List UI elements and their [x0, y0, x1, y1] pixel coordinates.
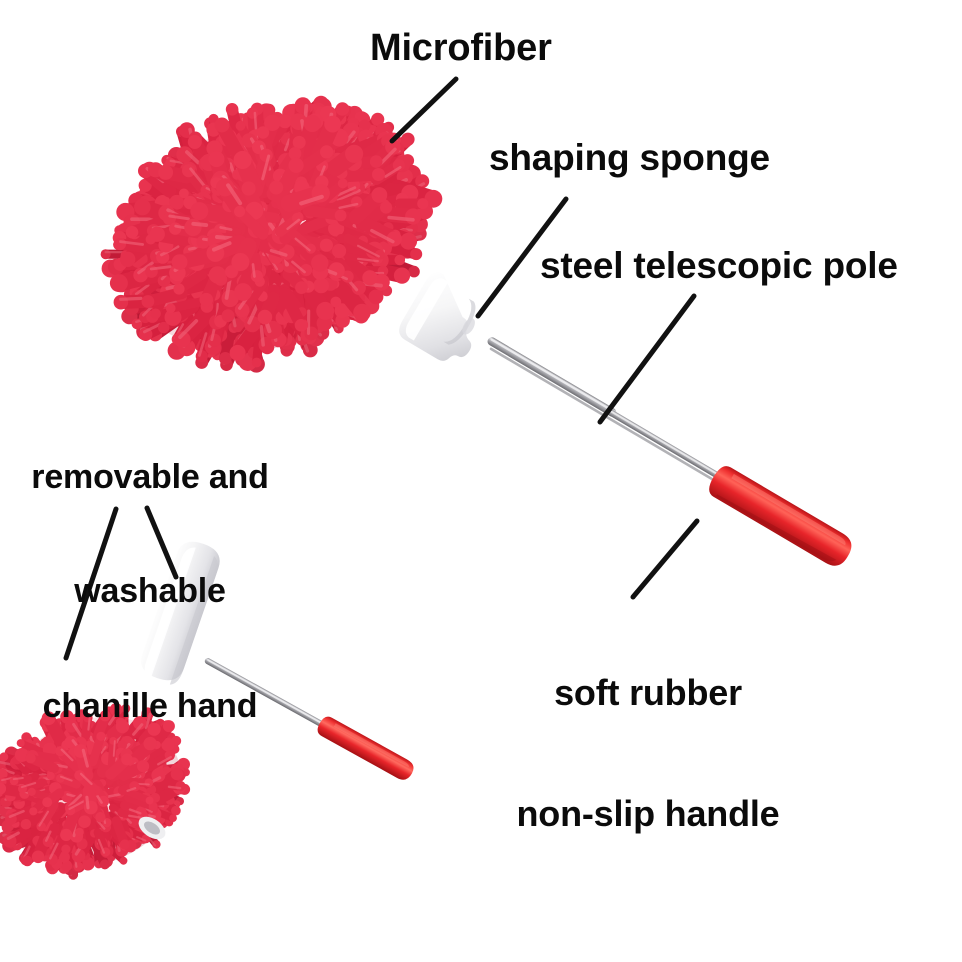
leader-steel-pole — [597, 293, 697, 425]
label-shaping-sponge: shaping sponge — [489, 137, 770, 178]
duster-head-fibers — [100, 95, 443, 373]
leader-microfiber — [389, 76, 459, 144]
red-grip-handle — [709, 466, 852, 566]
label-handle-line-1: soft rubber — [554, 671, 742, 713]
label-chenille-line-3: chanille hand — [42, 686, 258, 725]
leader-chenille-cover — [63, 506, 119, 661]
detached-chenille-cover — [0, 703, 191, 880]
label-chenille-line-1: removable and — [31, 458, 269, 497]
leader-lines — [63, 76, 700, 661]
label-removable-washable-chenille-hand: removable and washable chanille hand — [5, 382, 295, 801]
leader-shaping-sponge — [475, 196, 569, 319]
label-steel-telescopic-pole: steel telescopic pole — [540, 245, 898, 286]
bare-sponge-wand — [141, 541, 414, 780]
label-microfiber: Microfiber — [370, 27, 552, 69]
sleeve-opening — [138, 816, 166, 840]
label-handle-line-2: non-slip handle — [516, 792, 780, 834]
telescopic-pole — [487, 337, 732, 487]
label-soft-rubber-non-slip-handle: soft rubber non-slip handle — [483, 592, 813, 915]
label-chenille-line-2: washable — [74, 572, 226, 611]
leader-rubber-handle — [630, 518, 700, 600]
white-sponge-core — [399, 272, 476, 361]
leader-chenille-sponge — [144, 505, 179, 580]
